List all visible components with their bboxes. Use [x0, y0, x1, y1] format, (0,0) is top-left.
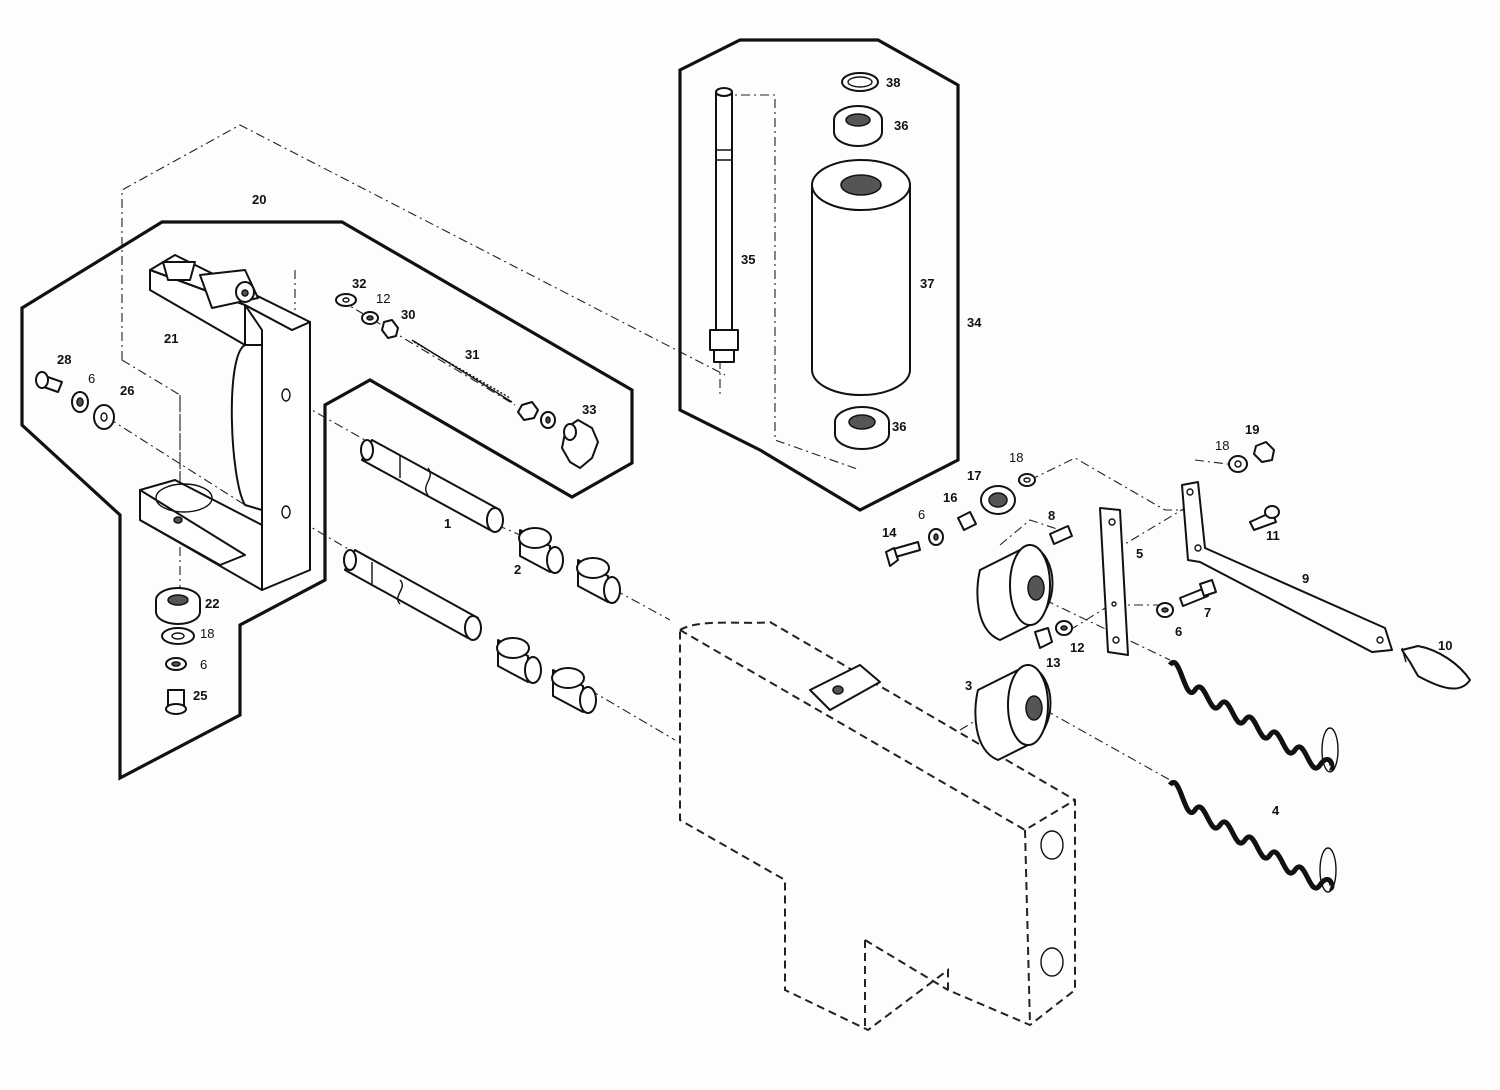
callout-14: 14 [882, 525, 897, 540]
callout-36-bottom: 36 [892, 419, 906, 434]
callout-8: 8 [1048, 508, 1055, 523]
right-linkage-cluster [885, 441, 1471, 761]
callout-34: 34 [967, 315, 982, 330]
callout-38: 38 [886, 75, 900, 90]
callout-6-right: 6 [918, 507, 925, 522]
callout-7: 7 [1204, 605, 1211, 620]
bushings-2 [496, 527, 621, 714]
callout-9: 9 [1302, 571, 1309, 586]
shaft-1-pair [343, 439, 504, 641]
callout-18-bottom: 18 [200, 626, 214, 641]
callout-6-lever: 6 [1175, 624, 1182, 639]
callout-4: 4 [1272, 803, 1280, 818]
frame-hole-lower [1040, 947, 1064, 977]
machine-frame-context [679, 620, 1076, 1032]
callout-17: 17 [967, 468, 981, 483]
callout-22: 22 [205, 596, 219, 611]
callout-21: 21 [164, 331, 178, 346]
screw-28-stack [35, 371, 115, 430]
callout-32: 32 [352, 276, 366, 291]
callout-3: 3 [965, 678, 972, 693]
callout-12-top: 12 [376, 291, 390, 306]
bearing-22-stack [155, 587, 201, 715]
group-20-outline [20, 220, 634, 781]
callout-6-bottom: 6 [200, 657, 207, 672]
callout-25: 25 [193, 688, 207, 703]
callout-1: 1 [444, 516, 451, 531]
callout-11: 11 [1266, 528, 1280, 543]
callout-13: 13 [1046, 655, 1060, 670]
roller-assembly-34 [709, 72, 911, 450]
bracket-part [139, 254, 311, 591]
callout-36-top: 36 [894, 118, 908, 133]
callout-5: 5 [1136, 546, 1143, 561]
callout-labels: 1 2 3 4 5 6 6 6 6 7 8 9 10 11 12 12 13 1… [57, 75, 1452, 818]
callout-35: 35 [741, 252, 755, 267]
group-34-outline [678, 38, 960, 512]
callout-26: 26 [120, 383, 134, 398]
threaded-rod-31-stack [335, 293, 599, 469]
callout-10: 10 [1438, 638, 1452, 653]
callout-18-lever: 18 [1215, 438, 1229, 453]
callout-18-right: 18 [1009, 450, 1023, 465]
callout-20: 20 [252, 192, 266, 207]
callout-33: 33 [582, 402, 596, 417]
callout-37: 37 [920, 276, 934, 291]
callout-19: 19 [1245, 422, 1259, 437]
callout-31: 31 [465, 347, 479, 362]
callout-2: 2 [514, 562, 521, 577]
callout-16: 16 [943, 490, 957, 505]
springs-4 [1167, 659, 1339, 893]
frame-mount-plate [809, 664, 881, 711]
callout-12-right: 12 [1070, 640, 1084, 655]
frame-hole-upper [1040, 830, 1064, 860]
callout-30: 30 [401, 307, 415, 322]
callout-28: 28 [57, 352, 71, 367]
callout-6-left: 6 [88, 371, 95, 386]
